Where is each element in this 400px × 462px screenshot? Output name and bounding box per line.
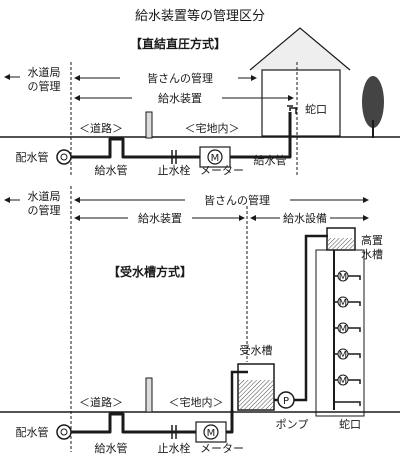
faucet-icon: [357, 353, 361, 358]
pump-label: ポンプ: [276, 418, 309, 431]
direct-heading: 【直結直圧方式】: [130, 36, 226, 51]
building-outline: [315, 249, 365, 417]
everyone-mgmt-label: 皆さんの管理: [147, 71, 213, 85]
meter-icon: [337, 348, 349, 360]
elevated-tank-label-line1: 高置: [361, 233, 383, 247]
meter-label: メーター: [200, 164, 244, 177]
supply-equipment-label: 給水設備: [283, 211, 327, 225]
faucet-icon: [357, 379, 361, 384]
stop-valve-label: 止水栓: [158, 441, 191, 455]
diagram-title: 給水装置等の管理区分: [135, 8, 265, 24]
distribution-pipe-core: [60, 153, 68, 161]
faucet-label: 蛇口: [339, 417, 361, 431]
pump-pipe: [294, 384, 308, 402]
meter-symbol: M: [339, 324, 348, 335]
supply-pipe-label: 給水管: [95, 163, 128, 177]
curb-post: [145, 377, 153, 413]
stop-valve-icon: [171, 425, 177, 439]
faucet-icon: [357, 327, 361, 332]
elevated-tank-water: [328, 238, 354, 249]
road-label: ＜道路＞: [79, 121, 123, 135]
everyone-mgmt-label: 皆さんの管理: [204, 193, 270, 207]
floor-branch: M: [334, 270, 361, 283]
tank-heading: 【受水槽方式】: [108, 264, 192, 279]
faucet-icon: [357, 275, 361, 280]
elevated-tank-label-line2: 水槽: [361, 248, 383, 261]
meter-icon: [337, 322, 349, 334]
premises-label: ＜宅地内＞: [169, 395, 224, 409]
distribution-pipe-label: 配水管: [16, 150, 49, 164]
faucet-label: 蛇口: [305, 102, 327, 116]
meter-symbol: M: [211, 153, 220, 164]
pump-symbol: P: [283, 396, 289, 407]
premises-label: ＜宅地内＞: [185, 121, 240, 135]
supply-pipe: [70, 410, 234, 434]
meter-label: メーター: [200, 442, 244, 455]
stop-valve-icon: [171, 150, 177, 164]
curb-post: [145, 111, 153, 139]
floor-branch: M: [334, 374, 361, 387]
meter-symbol: M: [339, 298, 348, 309]
floor-branch: M: [334, 296, 361, 309]
waterworks-label-line1: 水道局: [28, 65, 61, 79]
inlet-pipe: [230, 370, 248, 410]
receiving-tank-water: [239, 380, 273, 409]
meter-icon: [207, 149, 223, 165]
meter-symbol: M: [339, 376, 348, 387]
supply-pipe: [70, 112, 292, 159]
supply-device-label: 給水装置: [158, 91, 202, 105]
faucet-icon: [287, 105, 297, 114]
meter-icon: [203, 424, 219, 440]
floor-branch: M: [334, 348, 361, 361]
riser-pipe: [304, 234, 328, 384]
meter-icon: [337, 296, 349, 308]
distribution-pipe-core: [60, 428, 68, 436]
floor-branch: [334, 401, 361, 406]
tree-icon: [362, 76, 384, 138]
road-label: ＜道路＞: [79, 395, 123, 409]
faucet-icon: [357, 401, 361, 406]
meter-symbol: M: [339, 350, 348, 361]
waterworks-label-line2: の管理: [28, 203, 61, 217]
waterworks-label-line1: 水道局: [28, 189, 61, 203]
meter-icon: [337, 374, 349, 386]
supply-pipe-label: 給水管: [254, 153, 287, 167]
stop-valve-label: 止水栓: [158, 163, 191, 177]
waterworks-label-line2: の管理: [28, 79, 61, 93]
house-icon: [249, 27, 351, 137]
meter-symbol: M: [207, 428, 216, 439]
floor-branch: M: [334, 322, 361, 335]
receiving-tank-label: 受水槽: [240, 344, 273, 357]
meter-symbol: M: [339, 272, 348, 283]
meter-icon: [337, 270, 349, 282]
faucet-icon: [357, 301, 361, 306]
supply-device-label: 給水装置: [138, 211, 182, 225]
distribution-pipe-label: 配水管: [16, 425, 49, 439]
supply-pipe-label: 給水管: [95, 441, 128, 455]
